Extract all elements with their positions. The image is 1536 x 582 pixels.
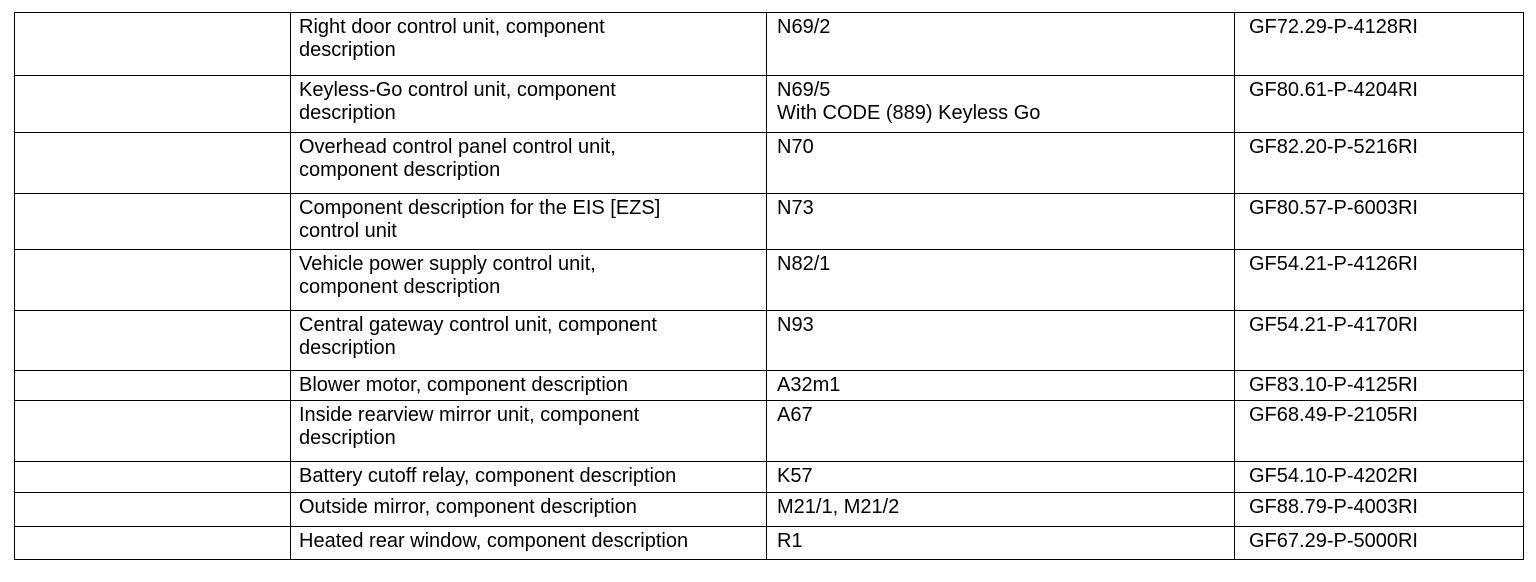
component-code-cell: A32m1	[766, 370, 1235, 401]
table-body: Right door control unit, component descr…	[14, 12, 1524, 560]
document-ref-cell: GF72.29-P-4128RI	[1234, 12, 1524, 76]
table-row: Keyless-Go control unit, component descr…	[14, 75, 1524, 133]
component-code-cell: N82/1	[766, 249, 1235, 311]
component-code-cell: N73	[766, 193, 1235, 250]
ref-cell	[14, 400, 291, 462]
description-cell: Component description for the EIS [EZS] …	[290, 193, 767, 250]
ref-cell	[14, 75, 291, 133]
ref-cell	[14, 12, 291, 76]
document-ref-cell: GF54.10-P-4202RI	[1234, 461, 1524, 493]
component-code-cell: R1	[766, 526, 1235, 560]
document-ref-cell: GF80.61-P-4204RI	[1234, 75, 1524, 133]
component-description-table: Right door control unit, component descr…	[14, 12, 1524, 560]
document-ref-cell: GF68.49-P-2105RI	[1234, 400, 1524, 462]
table-row: Right door control unit, component descr…	[14, 12, 1524, 76]
table-row: Component description for the EIS [EZS] …	[14, 193, 1524, 250]
description-cell: Outside mirror, component description	[290, 492, 767, 527]
ref-cell	[14, 492, 291, 527]
description-cell: Battery cutoff relay, component descript…	[290, 461, 767, 493]
description-cell: Right door control unit, component descr…	[290, 12, 767, 76]
description-cell: Central gateway control unit, component …	[290, 310, 767, 371]
component-code-cell: N69/5 With CODE (889) Keyless Go	[766, 75, 1235, 133]
table-row: Vehicle power supply control unit, compo…	[14, 249, 1524, 311]
table-row: Central gateway control unit, component …	[14, 310, 1524, 371]
description-cell: Inside rearview mirror unit, component d…	[290, 400, 767, 462]
component-code-cell: K57	[766, 461, 1235, 493]
ref-cell	[14, 310, 291, 371]
component-code-cell: M21/1, M21/2	[766, 492, 1235, 527]
ref-cell	[14, 370, 291, 401]
ref-cell	[14, 132, 291, 194]
document-page: Right door control unit, component descr…	[14, 12, 1524, 560]
table-row: Overhead control panel control unit, com…	[14, 132, 1524, 194]
component-code-cell: N69/2	[766, 12, 1235, 76]
ref-cell	[14, 526, 291, 560]
document-ref-cell: GF83.10-P-4125RI	[1234, 370, 1524, 401]
document-ref-cell: GF80.57-P-6003RI	[1234, 193, 1524, 250]
table-row: Inside rearview mirror unit, component d…	[14, 400, 1524, 462]
table-row: Battery cutoff relay, component descript…	[14, 461, 1524, 493]
component-code-cell: N93	[766, 310, 1235, 371]
document-ref-cell: GF54.21-P-4170RI	[1234, 310, 1524, 371]
document-ref-cell: GF67.29-P-5000RI	[1234, 526, 1524, 560]
document-ref-cell: GF82.20-P-5216RI	[1234, 132, 1524, 194]
ref-cell	[14, 193, 291, 250]
table-row: Heated rear window, component descriptio…	[14, 526, 1524, 560]
description-cell: Vehicle power supply control unit, compo…	[290, 249, 767, 311]
document-ref-cell: GF88.79-P-4003RI	[1234, 492, 1524, 527]
component-code-cell: N70	[766, 132, 1235, 194]
document-ref-cell: GF54.21-P-4126RI	[1234, 249, 1524, 311]
ref-cell	[14, 249, 291, 311]
ref-cell	[14, 461, 291, 493]
description-cell: Heated rear window, component descriptio…	[290, 526, 767, 560]
component-code-cell: A67	[766, 400, 1235, 462]
description-cell: Blower motor, component description	[290, 370, 767, 401]
description-cell: Overhead control panel control unit, com…	[290, 132, 767, 194]
description-cell: Keyless-Go control unit, component descr…	[290, 75, 767, 133]
